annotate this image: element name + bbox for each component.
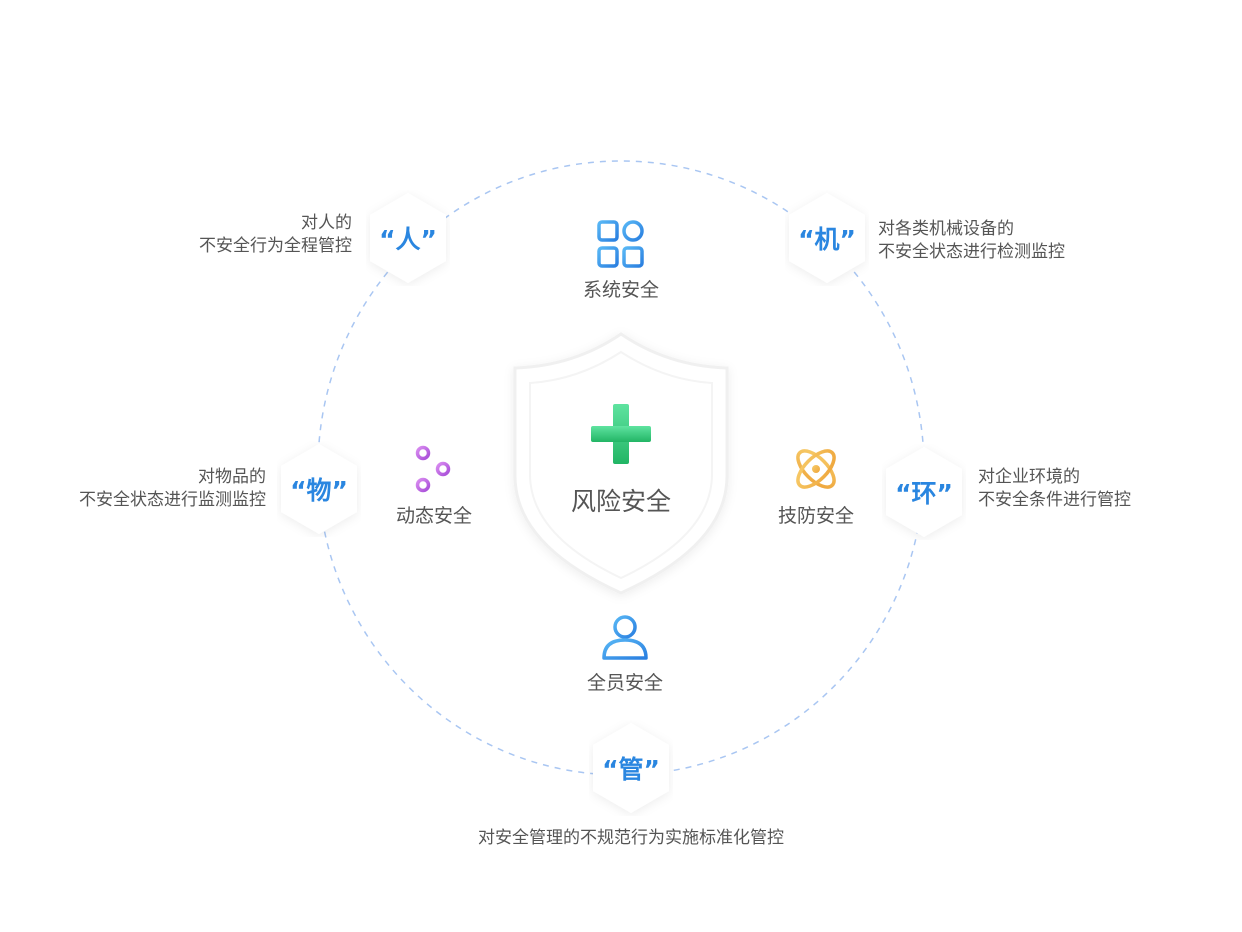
app-grid-icon [597,220,644,268]
description-line: 对企业环境的 [978,467,1080,487]
node-material: “物” [277,441,361,537]
description-line: 不安全状态进行检测监控 [878,242,1065,262]
description-line: 不安全状态进行监测监控 [79,490,266,510]
description-line: 对安全管理的不规范行为实施标准化管控 [478,828,784,848]
node-management: “管” [589,720,673,816]
node-people: “人” [366,190,450,286]
feature-label: 技防安全 [777,505,854,527]
node-label: “物” [290,476,348,505]
shield-inner [529,350,713,580]
description-line: 对人的 [301,213,352,233]
feature-label: 系统安全 [582,279,659,301]
node-machine: “机” [785,190,869,286]
feature-label: 动态安全 [395,505,472,527]
feature-all-staff-security: 全员安全 [555,612,695,695]
description-line: 不安全行为全程管控 [199,236,352,256]
feature-label: 全员安全 [586,672,663,694]
hexagon-icon [886,447,962,537]
node-label: “环” [895,479,953,508]
node-machine-description: 对各类机械设备的 不安全状态进行检测监控 [878,218,1065,264]
description-line: 对物品的 [198,467,266,487]
hexagon-icon [593,723,669,813]
node-material-description: 对物品的 不安全状态进行监测监控 [79,466,266,512]
node-environment: “环” [882,444,966,540]
sliders-icon [407,445,461,493]
description-line: 不安全条件进行管控 [978,490,1131,510]
user-icon [602,615,648,660]
node-label: “机” [798,225,856,254]
node-environment-description: 对企业环境的 不安全条件进行管控 [978,466,1131,512]
atom-icon [796,449,836,489]
node-management-description: 对安全管理的不规范行为实施标准化管控 [421,827,841,850]
feature-system-security: 系统安全 [551,219,691,302]
node-label: “人” [379,225,437,254]
node-people-description: 对人的 不安全行为全程管控 [199,212,352,258]
node-label: “管” [602,755,660,784]
feature-technical-security: 技防安全 [746,443,886,528]
feature-dynamic-security: 动态安全 [364,443,504,528]
hexagon-icon [370,193,446,283]
hexagon-icon [281,444,357,534]
plus-icon [591,404,651,464]
description-line: 对各类机械设备的 [878,219,1014,239]
hexagon-icon [789,193,865,283]
center-title: 风险安全 [570,487,671,516]
